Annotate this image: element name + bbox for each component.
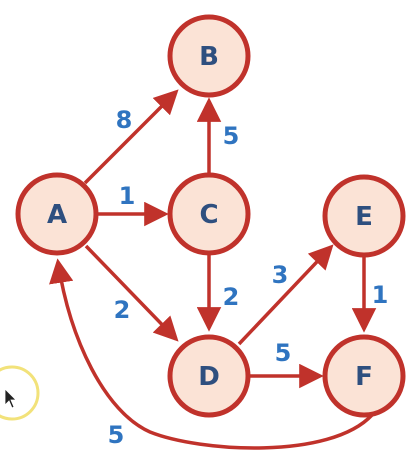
weight-a-d: 2 — [114, 296, 131, 324]
weight-a-c: 1 — [119, 182, 136, 210]
edge-d-e — [237, 244, 334, 346]
weight-f-a: 5 — [108, 421, 125, 449]
weight-a-b: 8 — [116, 106, 133, 134]
edge-a-d — [84, 244, 179, 342]
node-d: D — [167, 334, 251, 418]
node-e-label: E — [355, 202, 373, 232]
node-f: F — [322, 334, 406, 418]
node-a: A — [15, 172, 99, 256]
weight-e-f: 1 — [372, 281, 389, 309]
edges — [49, 89, 377, 450]
node-b-label: B — [199, 42, 219, 72]
node-d-label: D — [198, 362, 220, 392]
node-c: C — [167, 172, 251, 256]
edge-f-a — [49, 258, 374, 450]
weight-c-d: 2 — [223, 283, 240, 311]
weight-c-b: 5 — [223, 122, 240, 150]
node-f-label: F — [355, 362, 373, 392]
weight-d-f: 5 — [275, 339, 292, 367]
edge-weights: 8 1 2 5 2 3 5 1 5 — [108, 106, 389, 449]
mouse-pointer-icon — [0, 365, 40, 421]
node-b: B — [167, 14, 251, 98]
node-c-label: C — [199, 200, 218, 230]
edge-a-b — [83, 89, 179, 185]
node-a-label: A — [47, 200, 67, 230]
weight-d-e: 3 — [272, 261, 289, 289]
node-e: E — [322, 174, 406, 258]
